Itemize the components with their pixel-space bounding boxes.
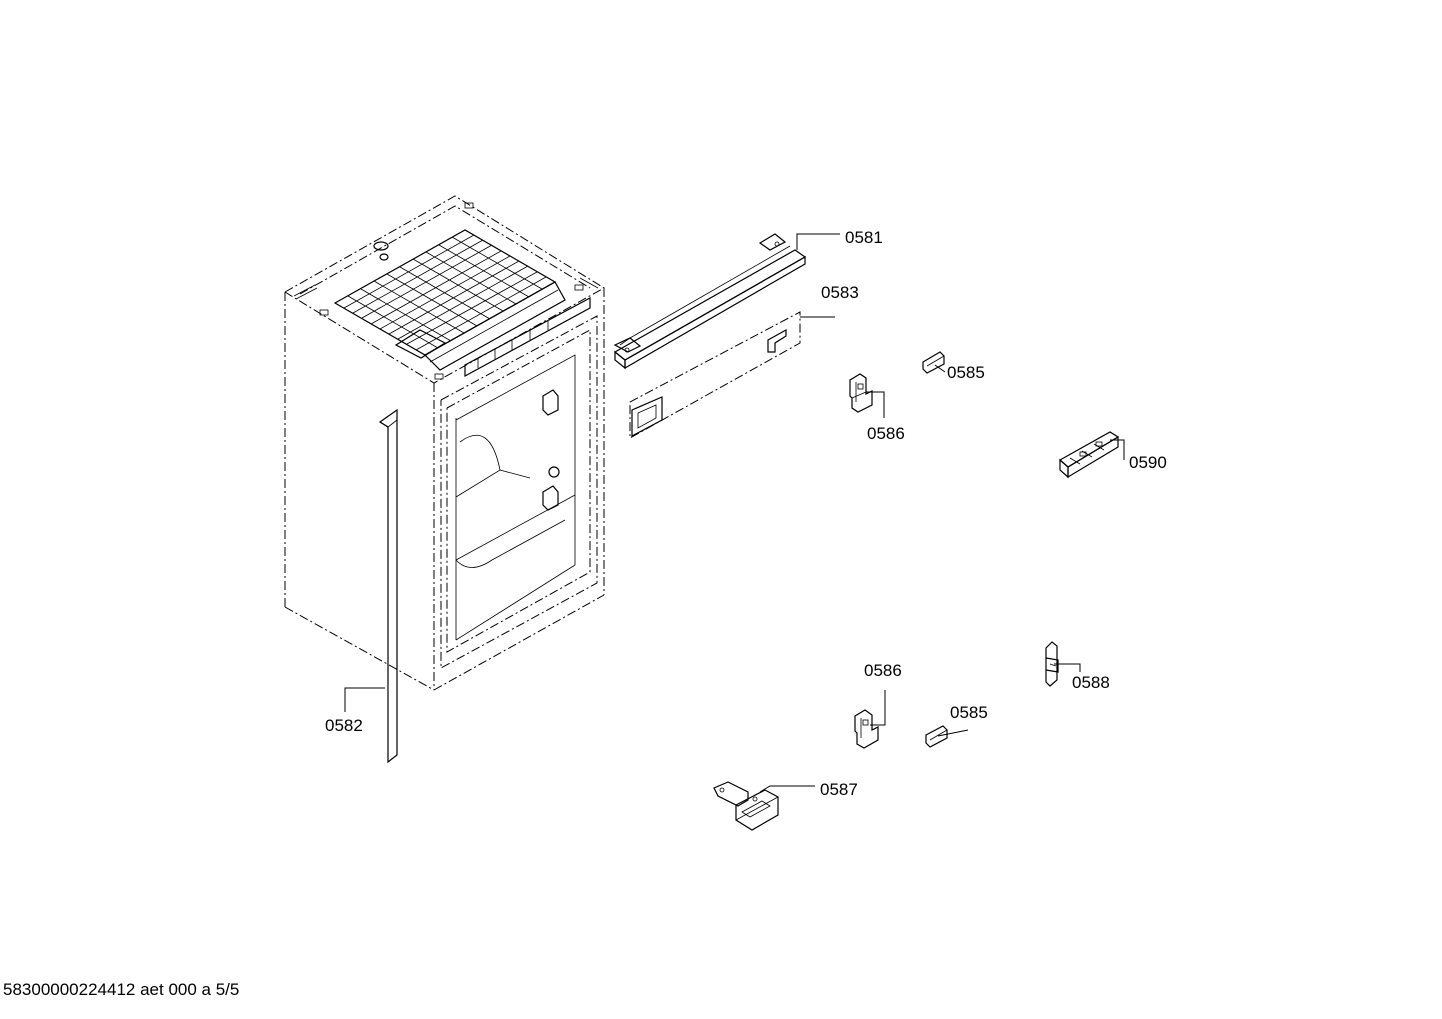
callout-0587: 0587 bbox=[820, 780, 858, 799]
top-grid bbox=[293, 202, 599, 380]
part-0586-bracket-lower bbox=[854, 709, 879, 749]
part-0587-hinge-bracket bbox=[713, 781, 779, 831]
callout-0581: 0581 bbox=[845, 228, 883, 247]
callout-0586-upper: 0586 bbox=[867, 424, 905, 443]
callout-0590: 0590 bbox=[1129, 453, 1167, 472]
part-0582-trim-strip bbox=[378, 408, 398, 764]
callout-0585-upper: 0585 bbox=[947, 363, 985, 382]
callout-labels: 0581 0583 0585 0586 0590 0586 0588 0585 … bbox=[325, 228, 1167, 799]
callout-0586-lower: 0586 bbox=[864, 661, 902, 680]
callout-0582: 0582 bbox=[325, 716, 363, 735]
leader-lines bbox=[344, 233, 1125, 793]
part-0583-panel bbox=[629, 311, 801, 439]
document-code-footer: 58300000224412 aet 000 a 5/5 bbox=[3, 980, 240, 999]
part-0586-bracket-upper bbox=[849, 373, 873, 413]
part-0585-clip-lower bbox=[925, 725, 948, 748]
cabinet-housing bbox=[284, 195, 605, 691]
part-0585-clip-upper bbox=[922, 351, 945, 374]
callout-0583: 0583 bbox=[821, 283, 859, 302]
callout-0585-lower: 0585 bbox=[950, 703, 988, 722]
callout-0588: 0588 bbox=[1072, 673, 1110, 692]
part-0590-latch bbox=[1058, 431, 1120, 479]
part-0588-hinge bbox=[1045, 641, 1059, 687]
part-0581-rail bbox=[613, 233, 807, 370]
